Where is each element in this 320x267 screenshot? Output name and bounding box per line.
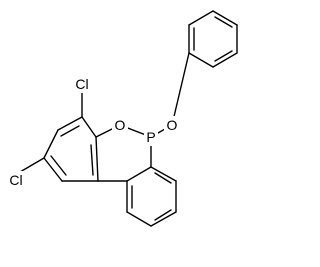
bond: [43, 129, 59, 159]
phenoxy-oxygen-atom-label: O: [167, 117, 178, 133]
bond: [188, 52, 214, 68]
bond: [60, 125, 80, 137]
bond: [126, 211, 152, 227]
bond: [154, 172, 172, 184]
chlorine-atom-label: Cl: [75, 76, 88, 92]
bond: [188, 10, 214, 26]
bonds: [19, 10, 238, 227]
bond: [214, 16, 233, 28]
bond: [90, 144, 94, 176]
bond: [212, 52, 238, 68]
bond: [50, 155, 67, 176]
chlorine-atom-label: Cl: [9, 172, 22, 188]
bond: [171, 52, 190, 126]
bond: [154, 209, 172, 221]
chemical-structure: Cl Cl O P O: [5, 10, 238, 227]
bond: [150, 166, 177, 182]
bond: [126, 166, 152, 182]
atom-labels: Cl Cl O P O: [5, 75, 180, 189]
bond: [214, 50, 233, 62]
bond: [43, 157, 63, 182]
phosphorus-atom-label: P: [146, 129, 155, 145]
bond: [95, 136, 99, 182]
bond: [150, 211, 177, 227]
bond: [81, 116, 97, 138]
ring-oxygen-atom-label: O: [115, 117, 126, 133]
bond: [212, 10, 238, 26]
bond: [57, 116, 83, 131]
bond: [19, 157, 45, 173]
